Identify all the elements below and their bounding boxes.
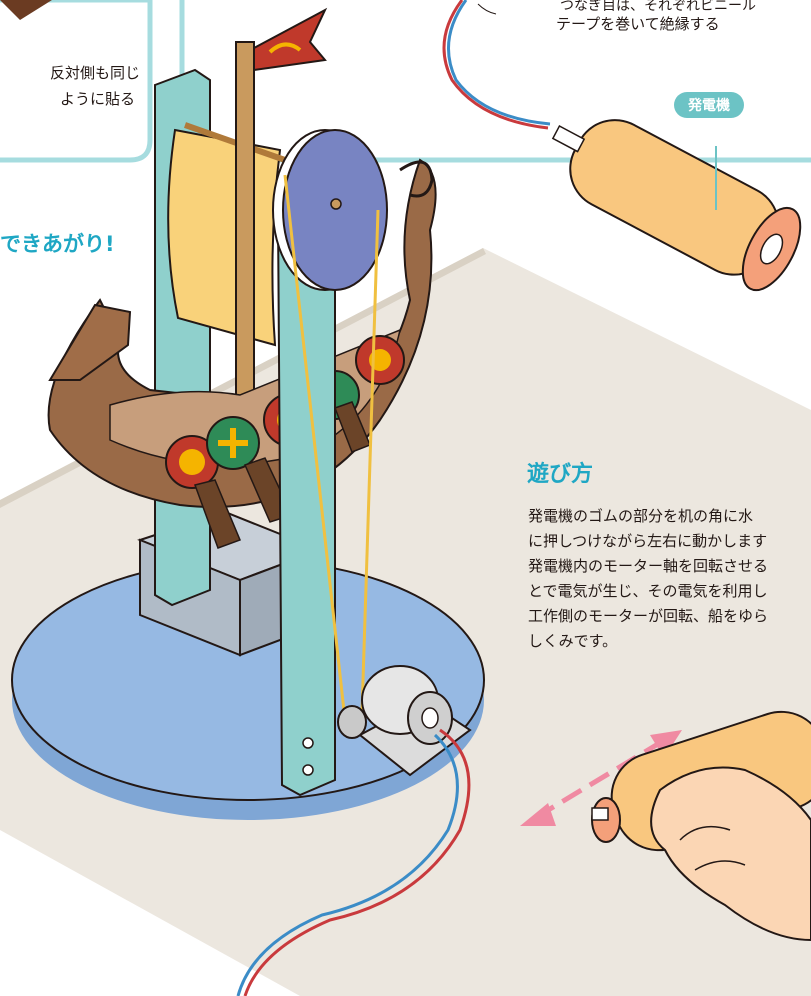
how-to-play-line-1: 発電機のゴムの部分を机の角に水 <box>528 507 754 525</box>
motion-arrow <box>520 730 682 826</box>
how-to-play-line-3: 発電機内のモーター軸を回転させる <box>528 557 769 575</box>
flag-emblem <box>268 42 302 54</box>
motor-wire-blue <box>236 733 459 996</box>
hand-with-generator <box>591 710 811 942</box>
sticker-shape <box>0 0 52 20</box>
callout-right-line1: つなぎ目は、それぞれビニール <box>560 0 756 14</box>
callout-pointer-line <box>477 3 497 15</box>
sail <box>167 128 282 347</box>
motor <box>337 665 472 777</box>
screw-2 <box>302 764 314 776</box>
callout-left-line1: 反対側も同じ <box>50 64 141 82</box>
generator-top <box>551 119 802 292</box>
pulley-large <box>282 129 388 291</box>
how-to-play-heading: 遊び方 <box>527 462 594 487</box>
how-to-play-line-5: 工作側のモーターが回転、船をゆら <box>528 607 769 625</box>
flag <box>253 7 328 72</box>
completed-heading: できあがり! <box>0 232 115 256</box>
motor-wire-red <box>243 728 471 996</box>
ship-prow-head <box>48 303 132 381</box>
pulley-axle <box>330 198 342 210</box>
generator-wire-blue <box>446 0 551 126</box>
belt-right <box>360 209 380 713</box>
screw-1 <box>302 737 314 749</box>
how-to-play-line-2: に押しつけながら左右に動かします <box>528 532 768 550</box>
belt-left <box>283 174 347 721</box>
how-to-play-line-4: とで電気が生じ、その電気を利用し <box>528 582 768 600</box>
generator-label-badge: 発電機 <box>674 92 744 118</box>
ship-stern-curl <box>399 160 434 198</box>
callout-left-line2: ように貼る <box>60 90 136 108</box>
mast <box>235 41 255 398</box>
callout-right-line2: テープを巻いて絶縁する <box>556 15 720 33</box>
callout-panel-left <box>0 0 153 163</box>
how-to-play-line-6: しくみです。 <box>528 632 618 650</box>
generator-wire-red <box>442 0 549 130</box>
